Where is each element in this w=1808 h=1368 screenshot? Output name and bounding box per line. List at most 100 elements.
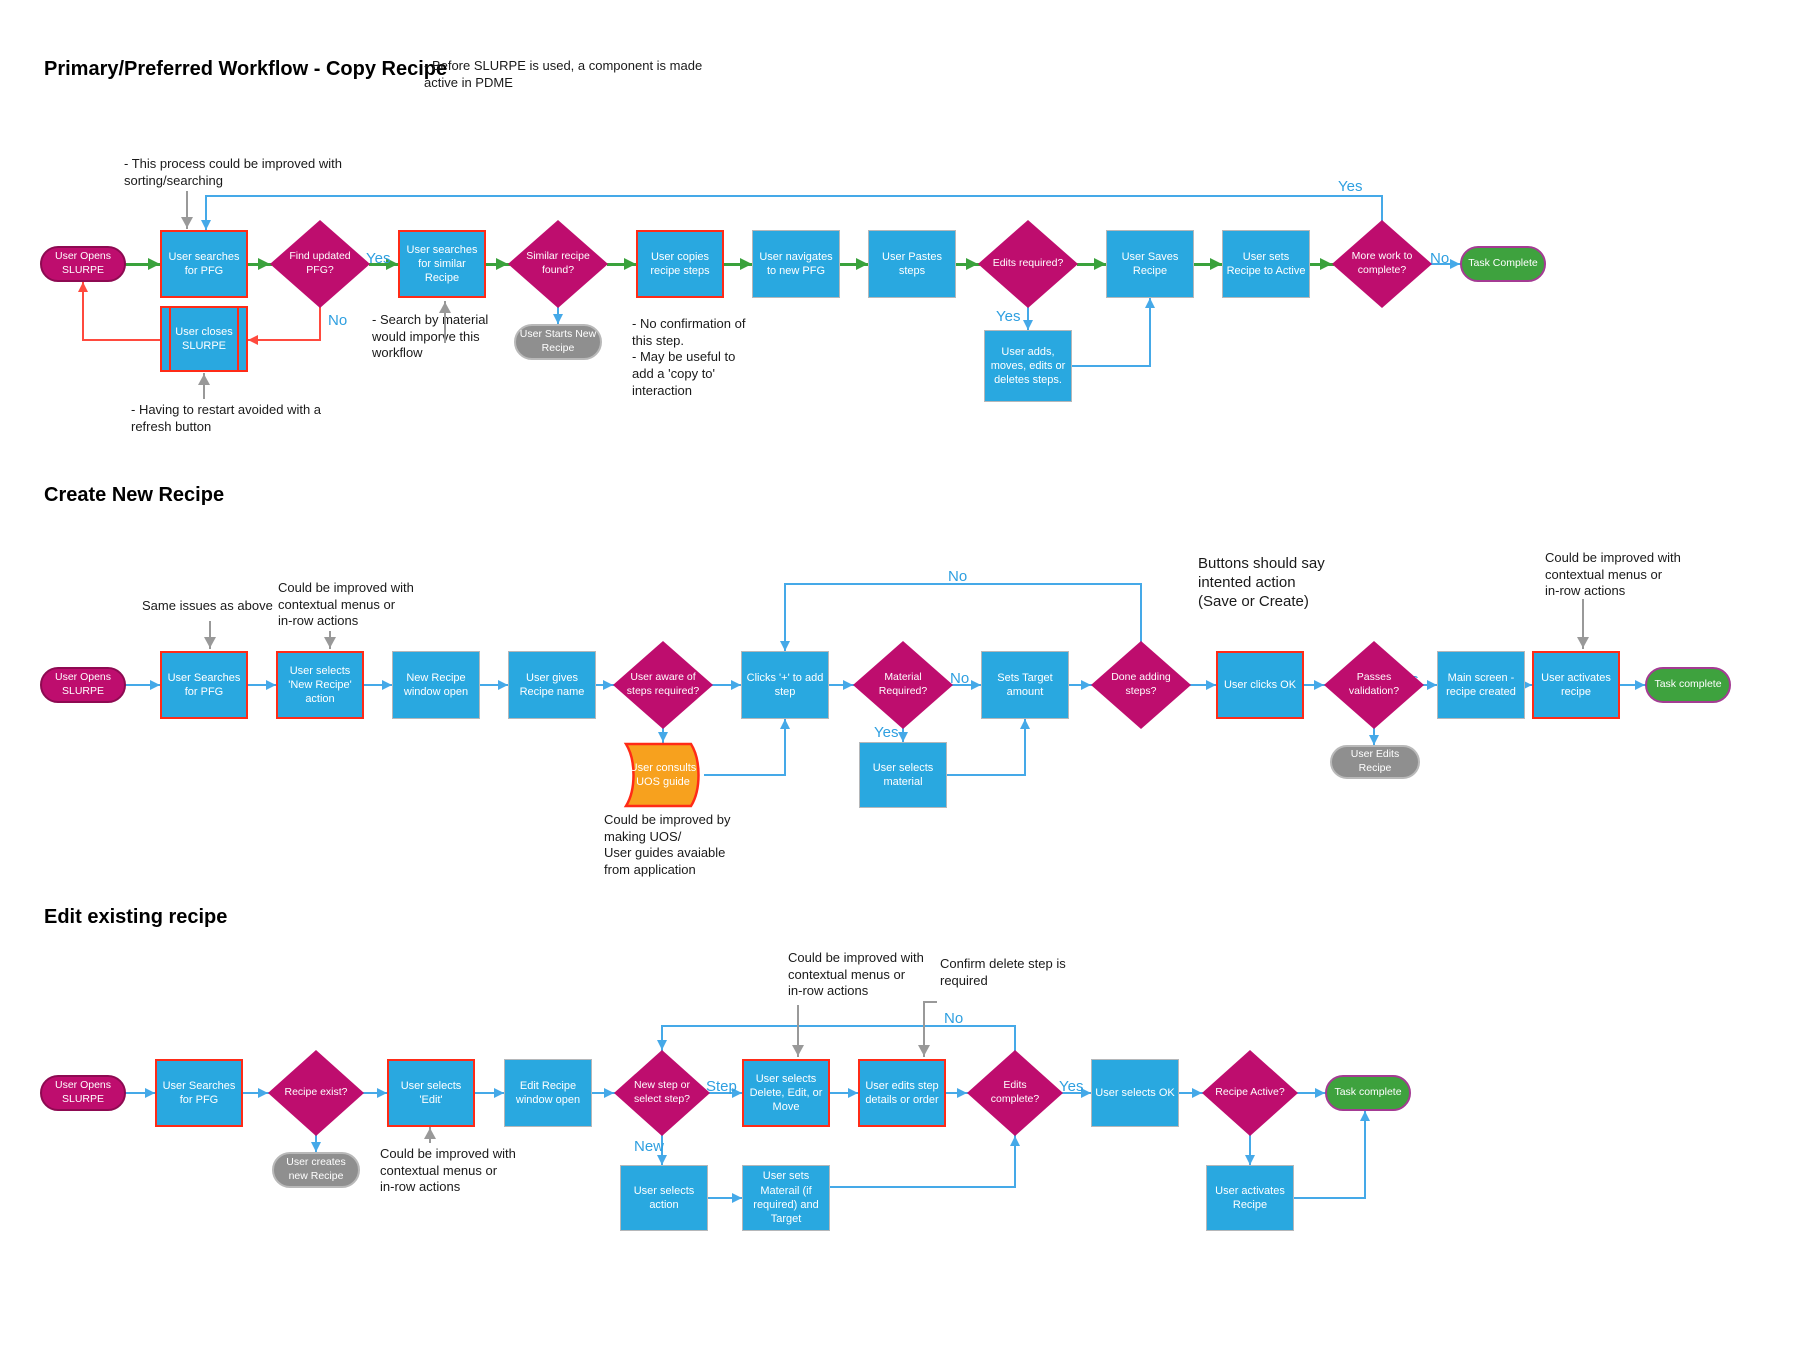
flow-connector	[1068, 684, 1092, 686]
annotation-note: - No confirmation of this step. - May be…	[632, 316, 746, 398]
arrowhead	[494, 1088, 504, 1098]
arrowhead	[377, 1088, 387, 1098]
flow-node-label: User copies recipe steps	[650, 250, 710, 277]
arrowhead	[496, 258, 508, 270]
flow-connector	[707, 1197, 743, 1199]
arrowhead	[843, 680, 853, 690]
flow-node-user-searches-for-pfg-3: User Searches for PFG	[155, 1059, 243, 1127]
annotation-note: - Having to restart avoided with a refre…	[131, 402, 322, 434]
flow-node-user-opens-slurpe-3: User Opens SLURPE	[40, 1075, 126, 1111]
workflow-title: Edit existing recipe	[44, 906, 228, 928]
arrowhead	[780, 641, 790, 651]
arrowhead	[145, 1088, 155, 1098]
flow-node-task-complete: Task Complete	[1460, 246, 1546, 282]
flow-node-user-opens-slurpe-2: User Opens SLURPE	[40, 667, 126, 703]
flow-node-label: User consults UOS guide	[629, 761, 697, 788]
edge-label: Yes	[1338, 178, 1363, 195]
flow-connector	[1149, 297, 1151, 367]
arrowhead	[1315, 1088, 1325, 1098]
flow-connector	[829, 1092, 859, 1094]
flow-node-user-edits-step-details: User edits step details or order	[858, 1059, 946, 1127]
flow-node-label: User activates recipe	[1541, 671, 1611, 698]
flow-connector	[363, 1092, 388, 1094]
flow-node-label: User gives Recipe name	[519, 671, 585, 698]
flow-node-label: User creates new Recipe	[286, 1156, 346, 1182]
flow-node-task-complete-3: Task complete	[1325, 1075, 1411, 1111]
arrowhead	[966, 258, 978, 270]
arrowhead	[1081, 1088, 1091, 1098]
edge-label: No	[1430, 250, 1450, 267]
arrowhead	[1081, 680, 1091, 690]
flow-node-label: Edits complete?	[990, 1079, 1040, 1105]
flow-node-task-complete-2: Task complete	[1645, 667, 1731, 703]
arrowhead	[657, 1155, 667, 1165]
flow-node-recipe-exist: Recipe exist?	[268, 1050, 364, 1136]
flow-node-user-copies-recipe-steps: User copies recipe steps	[636, 230, 724, 298]
flow-connector	[1014, 1025, 1016, 1051]
arrowhead	[1192, 1088, 1202, 1098]
flow-connector	[1024, 718, 1026, 776]
flow-connector	[82, 339, 161, 341]
arrowhead	[1020, 719, 1030, 729]
arrowhead	[603, 680, 613, 690]
flow-node-label: User adds, moves, edits or deletes steps…	[990, 345, 1066, 387]
arrowhead	[1577, 637, 1589, 648]
arrowhead	[553, 314, 563, 324]
arrowhead	[792, 1045, 804, 1056]
flow-node-user-selects-edit: User selects 'Edit'	[387, 1059, 475, 1127]
flow-node-main-screen-recipe-created: Main screen - recipe created	[1437, 651, 1525, 719]
arrowhead	[957, 1088, 967, 1098]
arrowhead	[1010, 1136, 1020, 1146]
flow-node-label: New Recipe window open	[403, 671, 469, 698]
arrowhead	[78, 282, 88, 292]
flow-connector	[124, 262, 162, 266]
flow-connector	[205, 195, 1383, 197]
flow-connector	[205, 195, 207, 231]
workflow-title: Primary/Preferred Workflow - Copy Recipe	[44, 58, 448, 80]
flow-node-label: User aware of steps required?	[626, 671, 700, 697]
flow-connector	[829, 1186, 1016, 1188]
flow-connector	[661, 1025, 663, 1051]
flow-node-user-saves-recipe: User Saves Recipe	[1106, 230, 1194, 298]
flow-node-label: User selects OK	[1095, 1086, 1175, 1099]
flow-node-new-step-or-select: New step or select step?	[614, 1050, 710, 1136]
flow-node-user-gives-recipe-name: User gives Recipe name	[508, 651, 596, 719]
annotation-arrow	[923, 1001, 937, 1003]
flow-node-label: Done adding steps?	[1111, 671, 1171, 697]
flow-connector	[1619, 684, 1646, 686]
flow-connector	[704, 774, 786, 776]
flow-node-user-adds-moves-edits: User adds, moves, edits or deletes steps…	[984, 330, 1072, 402]
flow-connector	[709, 1092, 743, 1094]
flow-node-user-searches-for-pfg: User searches for PFG	[160, 230, 248, 298]
arrowhead	[1094, 258, 1106, 270]
flow-connector	[247, 339, 321, 341]
annotation-note: Could be improved with contextual menus …	[788, 950, 924, 999]
flow-connector	[1071, 365, 1151, 367]
arrowhead	[918, 1045, 930, 1056]
flow-connector	[1140, 583, 1142, 642]
flow-node-label: Main screen - recipe created	[1446, 671, 1516, 698]
flow-node-label: User edits step details or order	[865, 1079, 939, 1106]
flow-node-user-activates-recipe: User activates recipe	[1532, 651, 1620, 719]
flow-node-clicks-plus-add-step: Clicks '+' to add step	[741, 651, 829, 719]
flow-connector	[1249, 1135, 1251, 1166]
flow-node-label: Passes validation?	[1348, 671, 1400, 697]
flow-node-label: User selects Delete, Edit, or Move	[749, 1072, 823, 1114]
flow-node-user-navigates-new-pfg: User navigates to new PFG	[752, 230, 840, 298]
annotation-note: Confirm delete step is required	[940, 956, 1066, 988]
flow-node-user-sets-recipe-active: User sets Recipe to Active	[1222, 230, 1310, 298]
annotation-note: Could be improved with contextual menus …	[1545, 550, 1681, 599]
flow-node-label: Task Complete	[1468, 257, 1538, 270]
arrowhead	[1522, 680, 1532, 690]
flow-node-recipe-active: Recipe Active?	[1202, 1050, 1298, 1136]
arrowhead	[181, 217, 193, 228]
edge-label: Yes	[366, 250, 391, 267]
flow-node-label: User selects material	[872, 761, 934, 788]
flow-node-label: User Starts New Recipe	[519, 328, 597, 354]
flow-node-user-selects-new-recipe: User selects 'New Recipe' action	[276, 651, 364, 719]
flow-node-label: Similar recipe found?	[526, 250, 590, 276]
flow-node-label: Recipe exist?	[284, 1086, 348, 1099]
annotation-arrow	[444, 301, 446, 343]
arrowhead	[1314, 680, 1324, 690]
flow-node-user-consults-uos-guide: User consults UOS guide	[621, 742, 705, 808]
